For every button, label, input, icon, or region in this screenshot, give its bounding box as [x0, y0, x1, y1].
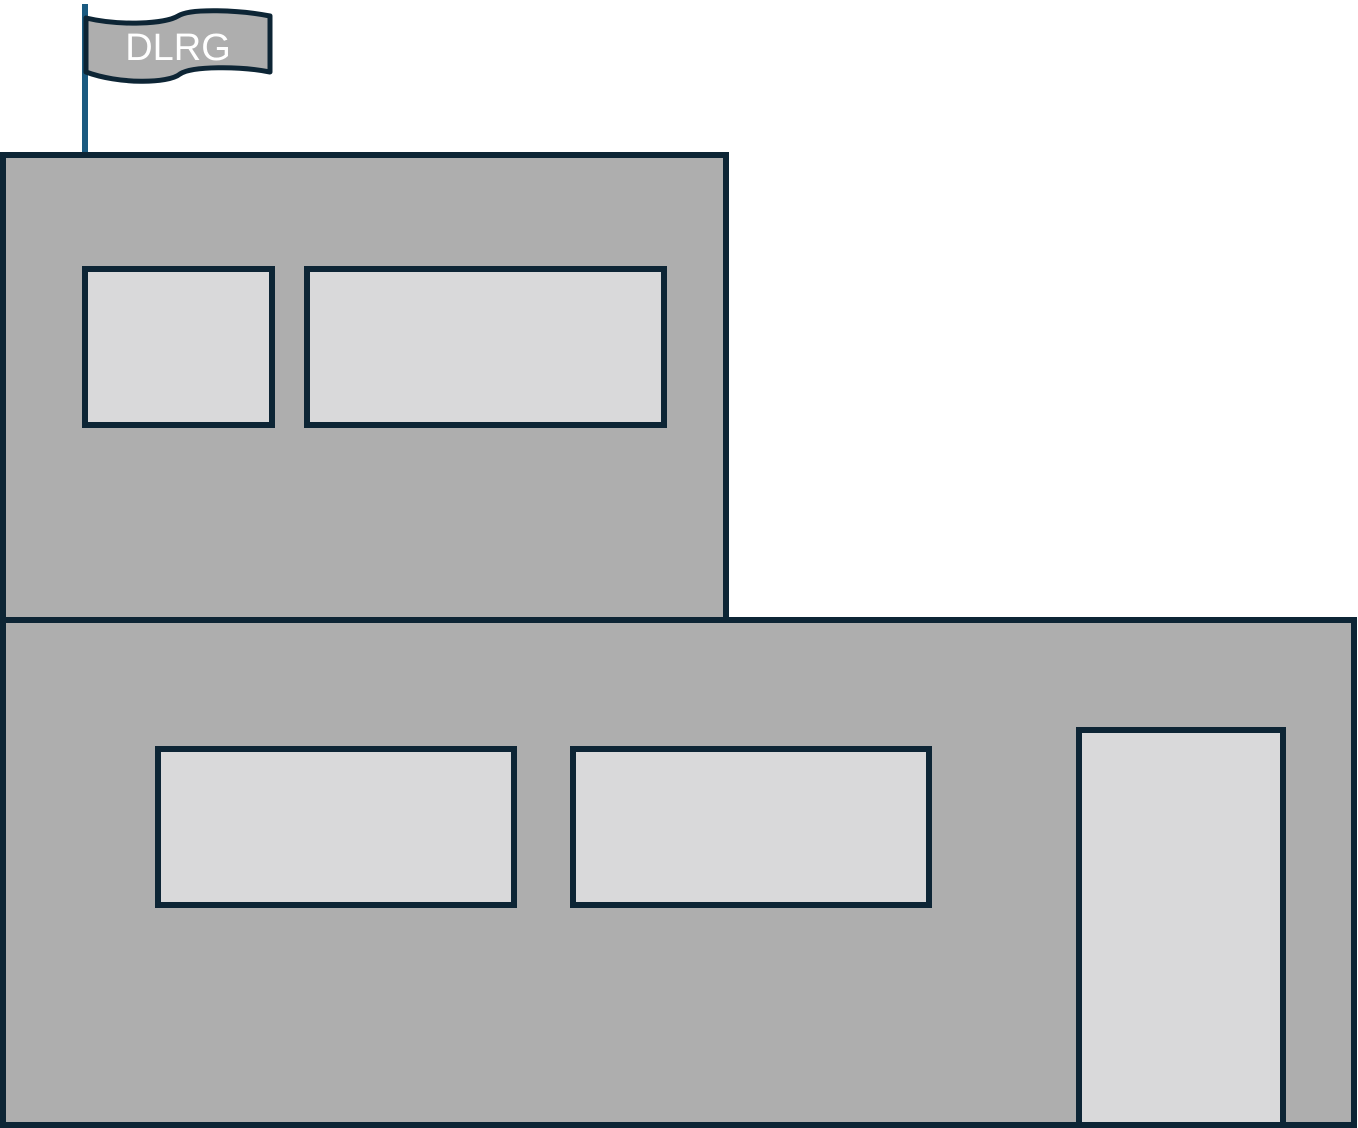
flag-label: DLRG	[125, 27, 231, 69]
upper-window-right	[304, 266, 667, 428]
door[interactable]	[1076, 727, 1286, 1128]
upper-window-left	[82, 266, 275, 428]
flag-cloth	[83, 8, 273, 84]
flag: DLRG	[83, 8, 273, 84]
lower-window-right	[570, 746, 932, 908]
lower-window-left	[155, 746, 517, 908]
